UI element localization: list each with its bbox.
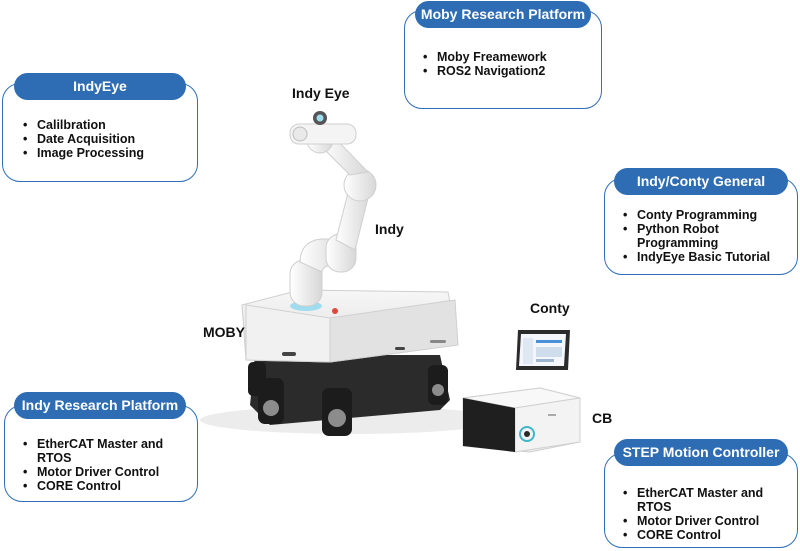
step-motion-title: STEP Motion Controller [614,439,788,466]
list-item: Motor Driver Control [23,465,197,479]
label-cb: CB [592,410,613,426]
control-box [462,387,581,453]
step-motion-list: EtherCAT Master and RTOS Motor Driver Co… [619,486,797,542]
label-conty: Conty [530,300,570,316]
indy-research-card: EtherCAT Master and RTOS Motor Driver Co… [4,405,198,502]
list-item: EtherCAT Master and RTOS [23,437,197,465]
list-item: Conty Programming [623,208,800,222]
moby-research-list: Moby Freamework ROS2 Navigation2 [419,50,547,78]
list-item: Calilbration [23,118,144,132]
label-indy: Indy [375,221,404,237]
list-item: Moby Freamework [423,50,547,64]
indy-conty-title: Indy/Conty General [614,168,788,195]
indyeye-title: IndyEye [14,73,186,100]
moby-research-title: Moby Research Platform [415,1,591,28]
moby-wheel-front-right [322,388,352,436]
list-item: Date Acquisition [23,132,144,146]
label-indy-eye: Indy Eye [292,85,350,101]
list-item: Motor Driver Control [623,514,797,528]
indyeye-list: Calilbration Date Acquisition Image Proc… [19,118,144,160]
indy-research-title: Indy Research Platform [14,392,186,419]
conty-tablet [516,330,570,370]
moby-base [241,289,459,436]
indy-arm [289,111,377,307]
list-item: Image Processing [23,146,144,160]
moby-wheel-rear [428,365,448,405]
list-item: EtherCAT Master and RTOS [623,486,797,514]
list-item: CORE Control [23,479,197,493]
list-item: IndyEye Basic Tutorial [623,250,800,264]
indyeye-camera [289,111,357,145]
label-moby: MOBY [203,324,245,340]
list-item: ROS2 Navigation2 [423,64,547,78]
list-item: CORE Control [623,528,797,542]
indy-research-list: EtherCAT Master and RTOS Motor Driver Co… [19,437,197,493]
list-item: Python Robot Programming [623,222,737,250]
step-motion-card: EtherCAT Master and RTOS Motor Driver Co… [604,453,798,548]
indy-conty-list: Conty Programming Python Robot Programmi… [619,208,800,264]
